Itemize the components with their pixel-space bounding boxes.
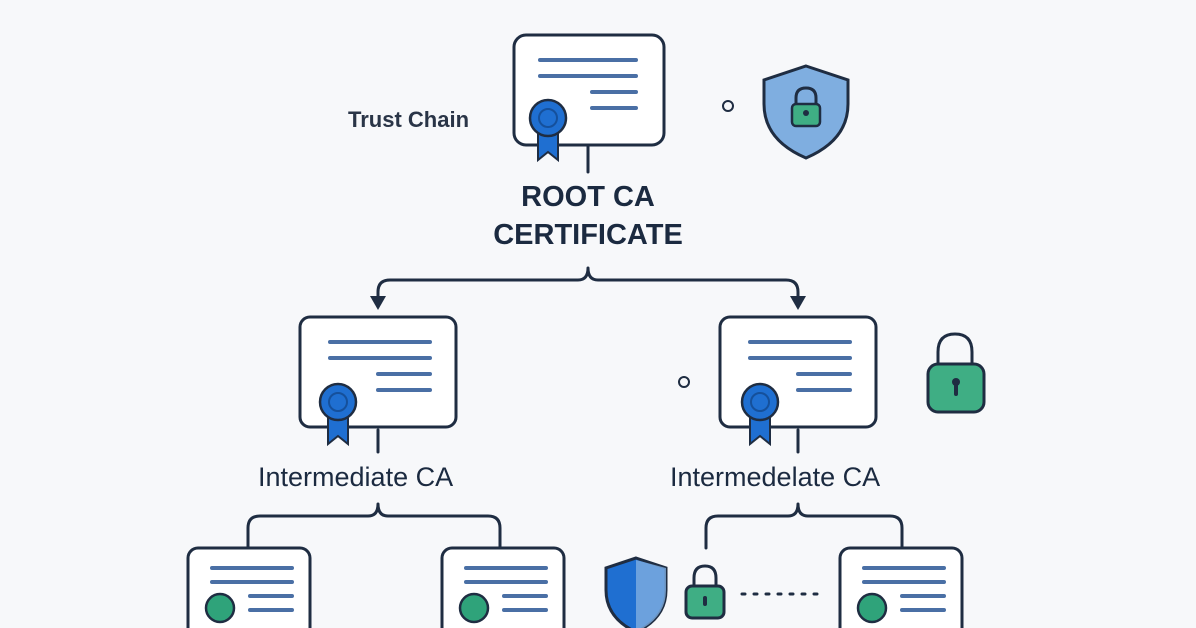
padlock-icon: [926, 332, 986, 414]
right-intermediate-seal-icon: [740, 382, 780, 447]
leaf-certificate-icon: [186, 546, 312, 628]
root-ca-label: ROOT CA CERTIFICATE: [468, 178, 708, 254]
leaf-certificate-icon: [838, 546, 964, 628]
right-leaf-bracket: [704, 502, 904, 550]
dot-icon: [722, 100, 734, 112]
trust-chain-label: Trust Chain: [348, 107, 470, 132]
arrow-right-head: [790, 296, 806, 310]
shield-lock-icon: [762, 64, 850, 160]
left-intermediate-seal-icon: [318, 382, 358, 447]
left-leaf-bracket: [246, 502, 502, 550]
dot-icon: [678, 376, 690, 388]
shield-icon: [604, 556, 668, 628]
arrow-left-head: [370, 296, 386, 310]
connectors: [246, 144, 904, 550]
right-intermediate-ca-label: Intermedelate CA: [670, 462, 881, 492]
leaf-certificate-icon: [440, 546, 566, 628]
root-ca-label-line2: CERTIFICATE: [493, 219, 683, 251]
root-seal-ribbon-icon: [528, 98, 568, 163]
root-bracket-connector: [376, 266, 800, 304]
root-ca-label-line1: ROOT CA: [521, 181, 655, 213]
left-intermediate-ca-label: Intermediate CA: [258, 462, 454, 492]
padlock-icon: [684, 564, 726, 620]
